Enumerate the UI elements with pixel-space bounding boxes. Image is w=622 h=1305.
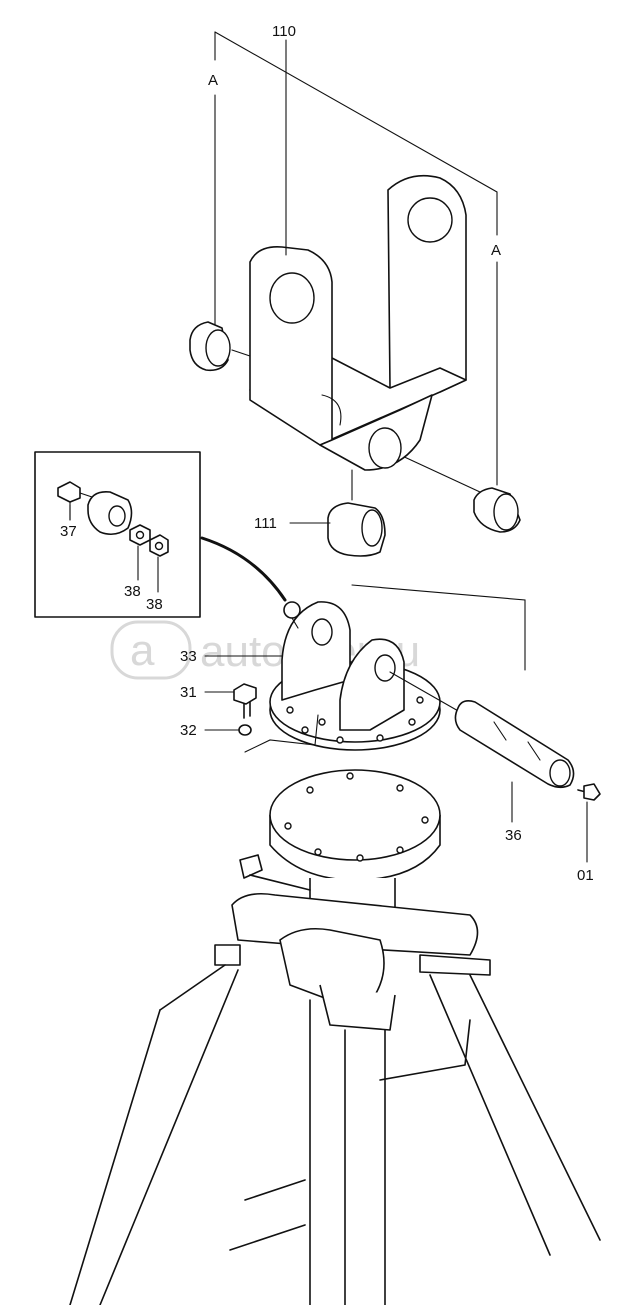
label-31: 31 xyxy=(180,684,197,701)
pin-36 xyxy=(389,671,575,789)
screw-01 xyxy=(577,783,601,801)
watermark-logo-text: a xyxy=(130,626,155,675)
label-110: 110 xyxy=(272,23,296,40)
label-38-a: 38 xyxy=(124,583,141,600)
inset-frame xyxy=(34,451,201,618)
label-33: 33 xyxy=(180,648,197,665)
label-37: 37 xyxy=(60,523,77,540)
label-36: 36 xyxy=(505,827,522,844)
detail-inset xyxy=(34,451,201,618)
watermark-logo-frame xyxy=(110,620,192,680)
bolt-31 xyxy=(233,683,257,719)
bushing-right xyxy=(473,487,521,533)
label-38-b: 38 xyxy=(146,596,163,613)
bushing-left xyxy=(189,321,231,372)
label-01: 01 xyxy=(577,867,594,884)
swivel-base-33 xyxy=(269,601,441,751)
label-32: 32 xyxy=(180,722,197,739)
washer-32 xyxy=(238,724,252,736)
part-labels: 110 A A 111 37 38 38 33 31 32 36 01 xyxy=(60,23,594,884)
bracket-110 xyxy=(249,174,467,471)
label-a-right: A xyxy=(491,242,501,259)
tripod-stand xyxy=(69,769,601,1305)
label-a-left: A xyxy=(208,72,218,89)
label-leaders xyxy=(69,39,588,863)
bolt-leader xyxy=(244,714,319,753)
bushing-111 xyxy=(327,502,386,557)
inset-leader xyxy=(200,536,287,602)
label-111: 111 xyxy=(254,515,277,532)
